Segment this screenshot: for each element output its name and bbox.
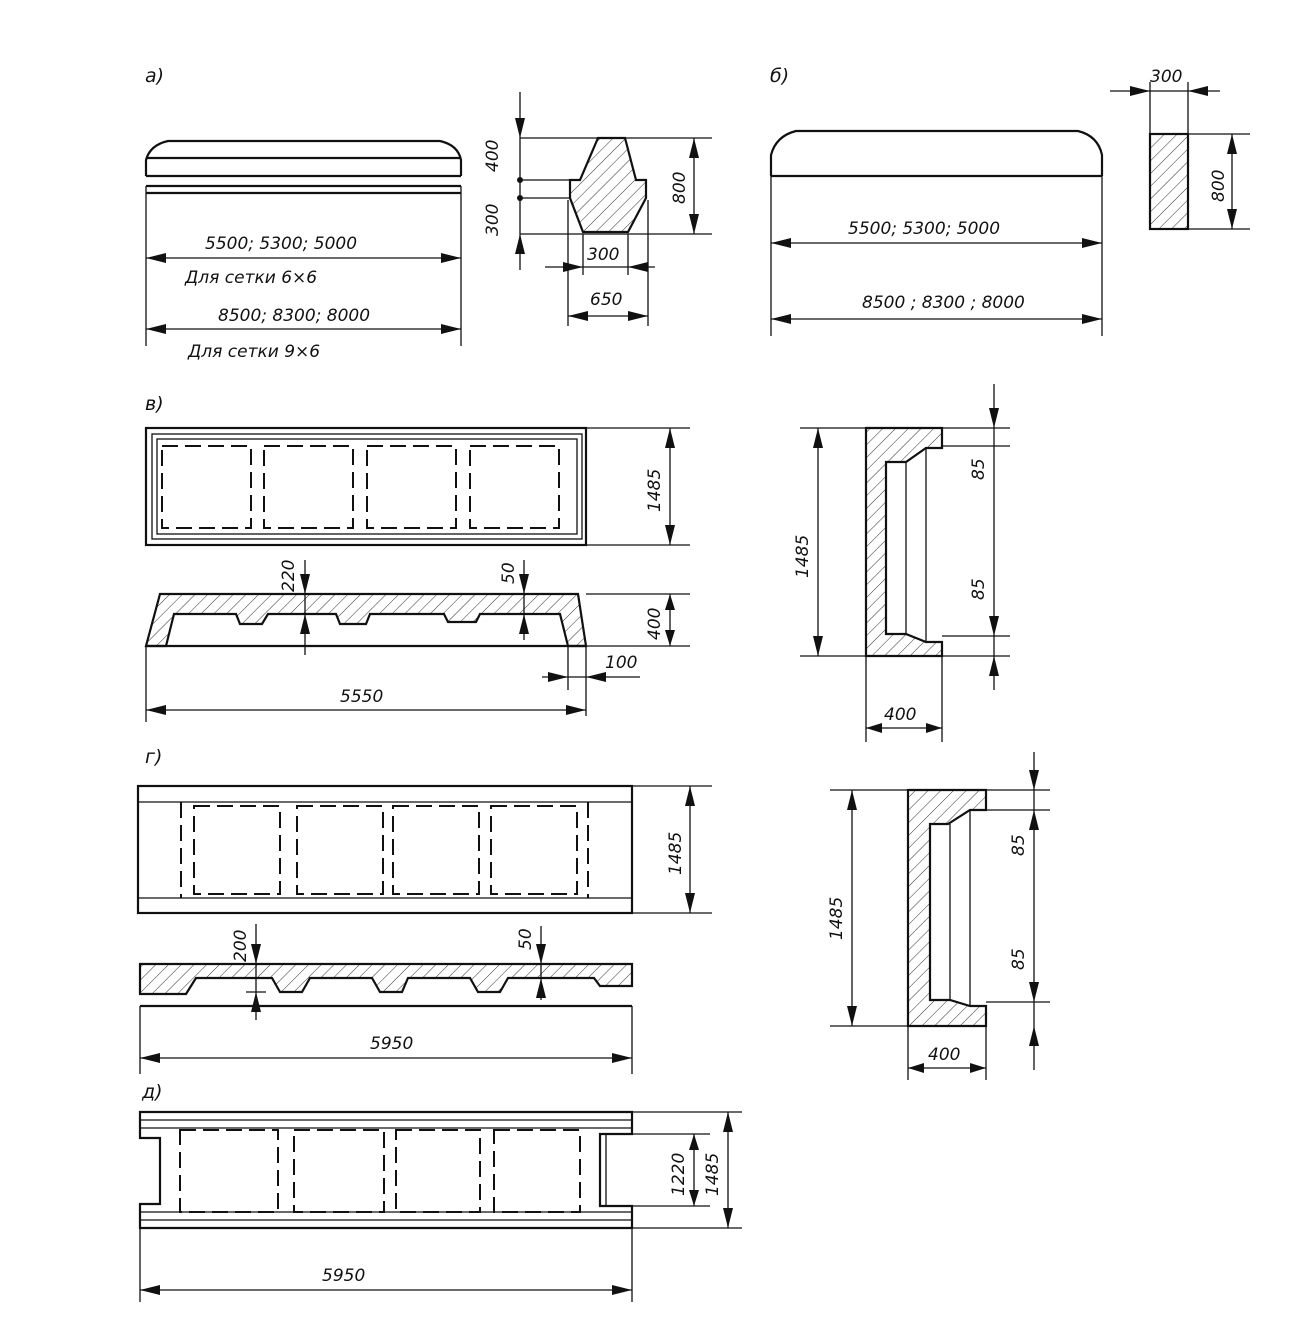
dim-g-5950: 5950 bbox=[370, 1034, 413, 1054]
section-b-hatched bbox=[1148, 132, 1190, 231]
dim-v-5550: 5550 bbox=[340, 687, 383, 707]
dim-v-85-top: 85 bbox=[969, 458, 989, 480]
dim-v-50: 50 bbox=[499, 562, 519, 584]
dim-g-85-top: 85 bbox=[1009, 834, 1029, 856]
dim-a-6x6: 5500; 5300; 5000 bbox=[205, 234, 357, 254]
dim-v-100: 100 bbox=[605, 653, 637, 673]
dim-g-sec-400: 400 bbox=[928, 1045, 960, 1065]
panel-a: а) 5500; 5300; 5000 Для сетки 6×6 8500; … bbox=[144, 65, 712, 362]
dim-d-5950: 5950 bbox=[322, 1266, 365, 1286]
beam-a-outline bbox=[144, 139, 463, 176]
dim-v-85-bot: 85 bbox=[969, 578, 989, 600]
panel-b-label: б) bbox=[770, 65, 789, 87]
panel-v-label: в) bbox=[145, 393, 164, 415]
panel-a-label: а) bbox=[145, 65, 164, 87]
dim-b-300: 300 bbox=[1150, 67, 1182, 87]
dim-v-1485: 1485 bbox=[645, 469, 665, 512]
dim-a-300h: 300 bbox=[587, 245, 619, 265]
dim-a-650: 650 bbox=[590, 290, 622, 310]
slab-v-plan bbox=[144, 426, 588, 547]
dim-a-300v: 300 bbox=[483, 204, 503, 236]
panel-g-label: г) bbox=[145, 746, 162, 768]
dim-g-1485: 1485 bbox=[666, 832, 686, 875]
dim-g-200: 200 bbox=[231, 930, 251, 962]
dim-g-85-bot: 85 bbox=[1009, 948, 1029, 970]
dim-v-sec-400: 400 bbox=[884, 705, 916, 725]
dim-v-sec-1485: 1485 bbox=[793, 535, 813, 578]
slab-v-section bbox=[144, 592, 588, 648]
dim-a-400: 400 bbox=[483, 140, 503, 172]
slab-g-plan bbox=[136, 784, 634, 915]
dim-b-long: 8500 ; 8300 ; 8000 bbox=[862, 293, 1025, 313]
beam-b-outline bbox=[769, 129, 1104, 176]
dim-b-800: 800 bbox=[1209, 170, 1229, 202]
grid-a-6x6: Для сетки 6×6 bbox=[184, 268, 317, 288]
dim-a-800: 800 bbox=[670, 172, 690, 204]
section-v-hatched bbox=[864, 426, 944, 658]
section-g-hatched bbox=[906, 788, 988, 1028]
dim-g-sec-1485: 1485 bbox=[827, 897, 847, 940]
panel-v: в) 1485 220 50 400 bbox=[144, 384, 1010, 742]
panel-d: д) 1220 1485 5950 bbox=[138, 1081, 742, 1302]
dim-b-short: 5500; 5300; 5000 bbox=[848, 219, 1000, 239]
section-a-hatched bbox=[568, 136, 648, 234]
slab-g-section bbox=[138, 962, 634, 996]
dim-g-50: 50 bbox=[516, 928, 536, 950]
dim-a-9x6: 8500; 8300; 8000 bbox=[218, 306, 370, 326]
grid-a-9x6: Для сетки 9×6 bbox=[187, 342, 320, 362]
dim-d-1220: 1220 bbox=[669, 1153, 689, 1196]
dim-v-220: 220 bbox=[279, 560, 299, 592]
dim-v-400: 400 bbox=[645, 608, 665, 640]
dim-d-1485: 1485 bbox=[703, 1153, 723, 1196]
panel-b: б) 5500; 5300; 5000 8500 ; 8300 ; 8000 3… bbox=[769, 65, 1250, 336]
panel-g: г) 1485 200 50 5950 bbox=[136, 746, 1050, 1080]
panel-d-label: д) bbox=[141, 1081, 163, 1103]
